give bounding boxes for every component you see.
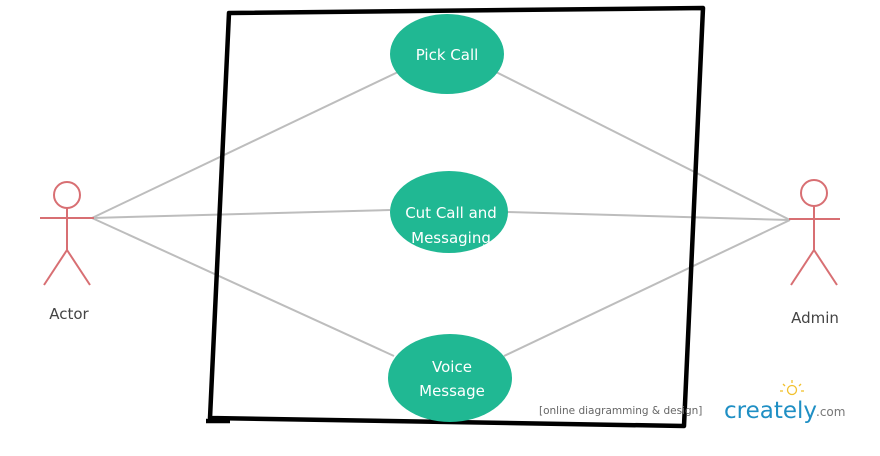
actor-right-leg	[66, 249, 91, 286]
use-case-voice-message-label-line2: Message	[419, 382, 485, 400]
use-case-pick-call[interactable]: Pick Call	[390, 14, 504, 94]
connector-admin-cut-call	[505, 211, 791, 221]
actor-head	[53, 181, 81, 209]
connectors	[91, 71, 791, 357]
admin-head	[800, 179, 828, 207]
system-boundary	[207, 5, 706, 429]
use-case-cut-call[interactable]: Cut Call and Messaging	[390, 171, 508, 253]
connector-actor-voice-message	[91, 217, 395, 357]
use-case-pick-call-shape	[390, 14, 504, 94]
use-case-voice-message[interactable]: Voice Message	[388, 334, 512, 422]
watermark-domain: .com	[816, 405, 845, 419]
use-case-voice-message-shape	[388, 334, 512, 422]
connector-actor-cut-call	[91, 209, 391, 219]
admin-left-leg	[790, 249, 815, 286]
actor-figure[interactable]	[40, 181, 94, 286]
actor-left-leg	[43, 249, 68, 286]
connector-admin-pick-call	[495, 71, 791, 221]
use-case-cut-call-label-line1: Cut Call and	[405, 204, 497, 222]
watermark-tagline: [online diagramming & design]	[539, 405, 702, 417]
admin-right-leg	[813, 249, 838, 286]
admin-figure[interactable]	[789, 179, 840, 286]
use-case-cut-call-label-line2: Messaging	[411, 229, 491, 247]
lightbulb-icon	[780, 380, 804, 396]
admin-label: Admin	[791, 309, 839, 327]
actor-label: Actor	[49, 305, 89, 323]
watermark-brand: creately	[724, 398, 817, 424]
use-case-cut-call-shape	[390, 171, 508, 253]
use-case-pick-call-label: Pick Call	[416, 46, 479, 64]
use-case-voice-message-label-line1: Voice	[432, 358, 472, 376]
connector-admin-voice-message	[503, 219, 791, 357]
connector-actor-pick-call	[91, 71, 399, 219]
creately-watermark[interactable]: [online diagramming & design] creately .…	[539, 380, 845, 424]
